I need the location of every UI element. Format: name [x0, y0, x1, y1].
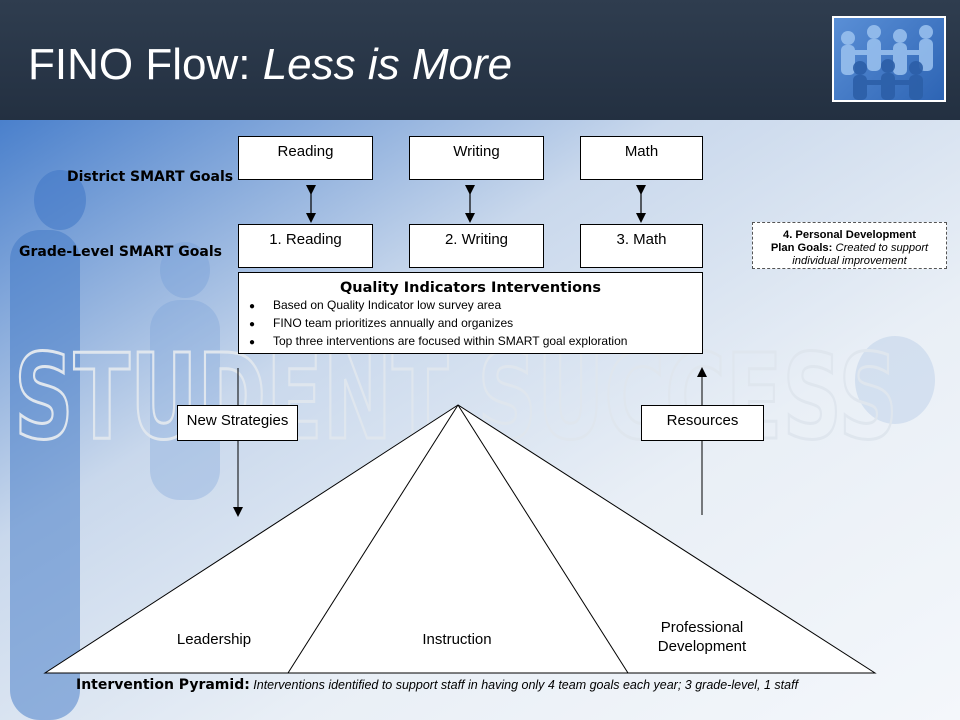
caption-text: Interventions identified to support staf…: [249, 678, 799, 692]
title-italic: Less is More: [262, 40, 513, 89]
pyramid-label-professional: Professional: [660, 619, 744, 636]
pdp-heading: 4. Personal Development: [782, 229, 917, 241]
grade-box-math: 3. Math: [580, 224, 703, 268]
list-item: ●FINO team prioritizes annually and orga…: [249, 316, 514, 330]
new-strategies-box: New Strategies: [177, 405, 298, 441]
personal-development-box: 4. Personal Development Plan Goals: Crea…: [752, 222, 947, 269]
quality-indicators-box: Quality Indicators Interventions ●Based …: [238, 272, 703, 354]
resources-box: Resources: [641, 405, 764, 441]
intervention-pyramid: [43, 404, 877, 674]
district-goals-label: District SMART Goals: [67, 169, 234, 185]
pyramid-label-development: Development: [657, 638, 747, 655]
quality-indicators-title: Quality Indicators Interventions: [339, 280, 602, 296]
grade-box-reading: 1. Reading: [238, 224, 373, 268]
pyramid-label-professional-development: Professional Development: [642, 618, 762, 656]
slide-title: FINO Flow: Less is More: [28, 40, 512, 90]
caption-label: Intervention Pyramid:: [76, 677, 250, 693]
quality-indicators-list: ●Based on Quality Indicator low survey a…: [249, 297, 627, 351]
district-box-writing: Writing: [409, 136, 544, 180]
pyramid-label-leadership: Leadership: [176, 631, 252, 648]
pyramid-label-instruction: Instruction: [422, 631, 492, 648]
people-chain-logo-icon: [832, 16, 946, 102]
pyramid-divider-left: [287, 404, 459, 674]
list-item: ●Top three interventions are focused wit…: [249, 334, 628, 348]
pyramid-divider-right: [457, 404, 629, 674]
grade-box-writing: 2. Writing: [409, 224, 544, 268]
title-plain: FINO Flow:: [28, 40, 263, 89]
header-bar: [0, 0, 960, 120]
grade-level-goals-label: Grade-Level SMART Goals: [19, 244, 222, 260]
district-box-reading: Reading: [238, 136, 373, 180]
district-box-math: Math: [580, 136, 703, 180]
pdp-body: Plan Goals: Created to support individua…: [770, 242, 929, 267]
list-item: ●Based on Quality Indicator low survey a…: [249, 298, 502, 312]
pyramid-caption: Intervention Pyramid: Interventions iden…: [76, 676, 798, 694]
